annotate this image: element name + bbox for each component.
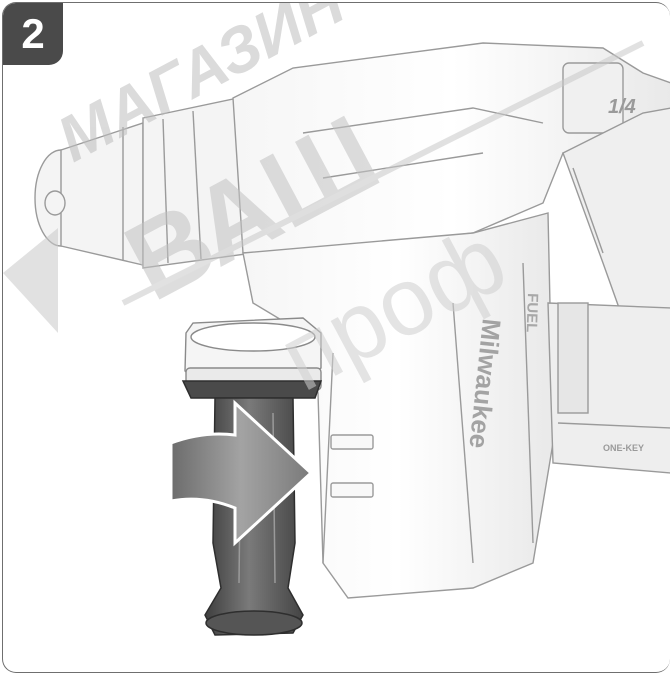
rotation-arrow-icon: [169, 399, 314, 547]
svg-text:1/4: 1/4: [608, 96, 636, 118]
tool-motor-housing: [242, 212, 554, 599]
battery-label: ONE-KEY: [603, 443, 644, 453]
side-handle-collar: [184, 317, 322, 391]
step-number-badge: 2: [3, 3, 63, 65]
rotary-hammer-illustration: 1/4 Milwaukee FUEL ONE-KEY: [3, 3, 670, 636]
fuel-label: FUEL: [523, 293, 541, 333]
tool-battery-pack: [547, 302, 670, 474]
tool-rear-handle: [562, 107, 670, 334]
tool-chuck: [34, 97, 254, 269]
tool-upper-body: 1/4: [232, 42, 670, 254]
